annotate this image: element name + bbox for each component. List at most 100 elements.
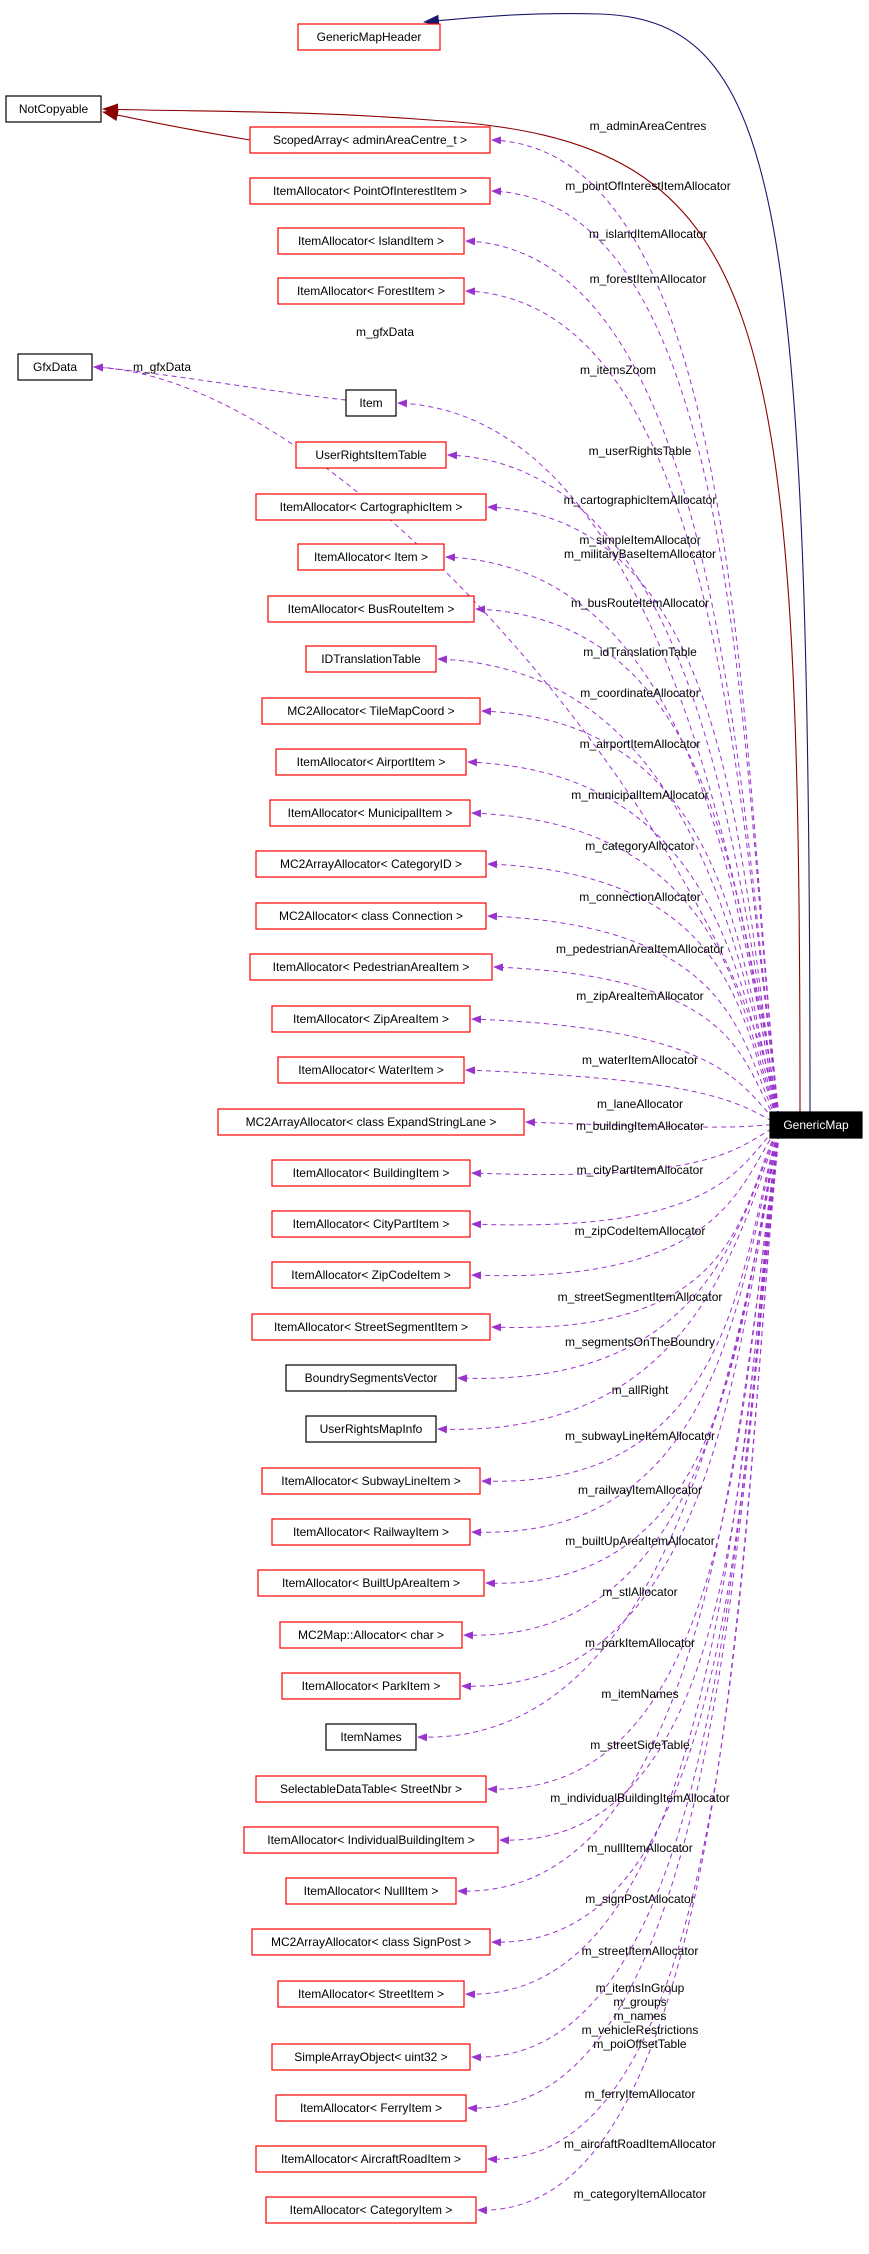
node-itemallocator-municipalitem[interactable]: ItemAllocator< MunicipalItem >: [269, 799, 471, 827]
node-mc2allocator-tilemapcoord[interactable]: MC2Allocator< TileMapCoord >: [261, 697, 481, 725]
edge-m-municipalitemallocator-14: [471, 809, 781, 1126]
node-itemallocator-pedestrianareaitem[interactable]: ItemAllocator< PedestrianAreaItem >: [249, 953, 493, 981]
edge-label-m-itemszoom-6: m_itemsZoom: [580, 363, 656, 377]
node-label: ItemAllocator< StreetItem >: [298, 1987, 444, 2001]
edge-m-zipcodeitemallocator-23: [471, 1124, 781, 1280]
node-userrightsitemtable[interactable]: UserRightsItemTable: [295, 441, 447, 469]
node-notcopyable[interactable]: NotCopyable: [5, 95, 102, 123]
edge-m-buildingitemallocator-21: [471, 1124, 781, 1178]
node-itemallocator-pointofinterestitem[interactable]: ItemAllocator< PointOfInterestItem >: [249, 177, 491, 205]
node-mc2arrayallocator-categoryid[interactable]: MC2ArrayAllocator< CategoryID >: [255, 850, 487, 878]
node-box: [285, 1364, 457, 1392]
node-idtranslationtable[interactable]: IDTranslationTable: [305, 645, 437, 673]
node-itemallocator-individualbuildingitem[interactable]: ItemAllocator< IndividualBuildingItem >: [243, 1826, 499, 1854]
node-genericmapheader[interactable]: GenericMapHeader: [297, 23, 441, 51]
node-box: [261, 697, 481, 725]
node-itemallocator-parkitem[interactable]: ItemAllocator< ParkItem >: [281, 1672, 461, 1700]
edge-m-nullitemallocator-35: [457, 1124, 781, 1896]
node-mc2arrayallocator-class-signpost[interactable]: MC2ArrayAllocator< class SignPost >: [251, 1928, 491, 1956]
edge-label-m-wateritemallocator-19: m_waterItemAllocator: [582, 1053, 698, 1067]
node-box: [271, 1518, 471, 1546]
node-selectabledatatable-streetnbr[interactable]: SelectableDataTable< StreetNbr >: [255, 1775, 487, 1803]
node-label: GenericMap: [783, 1118, 849, 1132]
inheritance-edge-notcopyable: [102, 103, 801, 1113]
edge-m-stlallocator-30: [463, 1124, 781, 1640]
node-itemallocator-categoryitem[interactable]: ItemAllocator< CategoryItem >: [265, 2196, 477, 2224]
node-scopedarray-adminareacentre-t[interactable]: ScopedArray< adminAreaCentre_t >: [249, 126, 491, 154]
node-userrightsmapinfo[interactable]: UserRightsMapInfo: [305, 1415, 437, 1443]
node-itemallocator-buildingitem[interactable]: ItemAllocator< BuildingItem >: [271, 1159, 471, 1187]
node-itemallocator-wateritem[interactable]: ItemAllocator< WaterItem >: [277, 1056, 465, 1084]
node-itemallocator-busrouteitem[interactable]: ItemAllocator< BusRouteItem >: [267, 595, 475, 623]
node-itemallocator-item[interactable]: ItemAllocator< Item >: [297, 543, 445, 571]
edge-label-m-cartographicitemallocator-8: m_cartographicItemAllocator: [564, 493, 717, 507]
node-box: [277, 227, 465, 255]
node-label: ItemAllocator< CategoryItem >: [290, 2203, 453, 2217]
node-label: UserRightsMapInfo: [320, 1422, 423, 1436]
node-box: [297, 23, 441, 51]
edge-m-zipareaitemallocator-18: [471, 1015, 781, 1126]
node-gfxdata[interactable]: GfxData: [17, 353, 93, 381]
edge-m-categoryallocator-15: [487, 860, 781, 1126]
node-box: [267, 595, 475, 623]
node-label: ItemAllocator< WaterItem >: [298, 1063, 444, 1077]
node-itemallocator-nullitem[interactable]: ItemAllocator< NullItem >: [285, 1877, 457, 1905]
node-box: [271, 1261, 471, 1289]
node-itemallocator-zipareaitem[interactable]: ItemAllocator< ZipAreaItem >: [271, 1005, 471, 1033]
node-itemallocator-cartographicitem[interactable]: ItemAllocator< CartographicItem >: [255, 493, 487, 521]
node-box: [285, 1877, 457, 1905]
edges-layer: [93, 13, 811, 2215]
node-simplearrayobject-uint32[interactable]: SimpleArrayObject< uint32 >: [271, 2043, 471, 2071]
edge-label-m-categoryitemallocator-41: m_categoryItemAllocator: [574, 2187, 707, 2201]
node-itemallocator-ferryitem[interactable]: ItemAllocator< FerryItem >: [275, 2094, 467, 2122]
node-itemallocator-islanditem[interactable]: ItemAllocator< IslandItem >: [277, 227, 465, 255]
inheritance-edge-genericmapheader: [423, 13, 811, 1113]
edge-m-individualbuildingitemallocator-34: [499, 1124, 781, 1845]
node-itemallocator-streetsegmentitem[interactable]: ItemAllocator< StreetSegmentItem >: [251, 1313, 491, 1341]
edge-label-m-pedestrianareaitemallocator-17: m_pedestrianAreaItemAllocator: [556, 942, 724, 956]
node-box: [249, 126, 491, 154]
edge-label-m-allright-26: m_allRight: [612, 1383, 669, 1397]
node-boundrysegmentsvector[interactable]: BoundrySegmentsVector: [285, 1364, 457, 1392]
node-label: ItemAllocator< AircraftRoadItem >: [281, 2152, 461, 2166]
node-label: ItemAllocator< StreetSegmentItem >: [274, 1320, 468, 1334]
node-label: ItemAllocator< ZipAreaItem >: [293, 1012, 449, 1026]
node-itemallocator-forestitem[interactable]: ItemAllocator< ForestItem >: [277, 277, 465, 305]
node-itemallocator-streetitem[interactable]: ItemAllocator< StreetItem >: [277, 1980, 465, 2008]
edge-label-m-builtupareaitemallocator-29: m_builtUpAreaItemAllocator: [565, 1534, 714, 1548]
node-box: [275, 748, 467, 776]
node-box: [305, 1415, 437, 1443]
edge-label-m-busrouteitemallocator-10: m_busRouteItemAllocator: [571, 596, 709, 610]
node-label: ItemAllocator< CityPartItem >: [293, 1217, 450, 1231]
node-itemnames[interactable]: ItemNames: [325, 1723, 417, 1751]
node-itemallocator-railwayitem[interactable]: ItemAllocator< RailwayItem >: [271, 1518, 471, 1546]
edge-label-m-coordinateallocator-12: m_coordinateAllocator: [580, 686, 699, 700]
node-label: ItemAllocator< ForestItem >: [297, 284, 445, 298]
node-itemallocator-builtupareaitem[interactable]: ItemAllocator< BuiltUpAreaItem >: [257, 1569, 485, 1597]
edge-label-m-signpostallocator-36: m_signPostAllocator: [585, 1892, 694, 1906]
node-label: Item: [359, 396, 382, 410]
edge-label-m-individualbuildingitemallocator-34: m_individualBuildingItemAllocator: [550, 1791, 729, 1805]
node-mc2map-allocator-char[interactable]: MC2Map::Allocator< char >: [279, 1621, 463, 1649]
node-itemallocator-aircraftroaditem[interactable]: ItemAllocator< AircraftRoadItem >: [255, 2145, 487, 2173]
node-mc2allocator-class-connection[interactable]: MC2Allocator< class Connection >: [255, 902, 487, 930]
node-item[interactable]: Item: [345, 389, 397, 417]
edge-label-m-laneallocator-20: m_laneAllocator: [597, 1097, 683, 1111]
edge-label-m-idtranslationtable-11: m_idTranslationTable: [583, 645, 697, 659]
edge-m-cartographicitemallocator-8: [487, 503, 781, 1126]
node-label: ItemAllocator< PedestrianAreaItem >: [273, 960, 470, 974]
edge-m-connectionallocator-16: [487, 912, 781, 1126]
node-genericmap[interactable]: GenericMap: [769, 1111, 863, 1139]
node-itemallocator-subwaylineitem[interactable]: ItemAllocator< SubwayLineItem >: [261, 1467, 481, 1495]
node-box: [217, 1108, 525, 1136]
edge-label-m-citypartitemallocator-22: m_cityPartItemAllocator: [577, 1163, 704, 1177]
node-itemallocator-zipcodeitem[interactable]: ItemAllocator< ZipCodeItem >: [271, 1261, 471, 1289]
node-itemallocator-airportitem[interactable]: ItemAllocator< AirportItem >: [275, 748, 467, 776]
node-mc2arrayallocator-class-expandstringlane[interactable]: MC2ArrayAllocator< class ExpandStringLan…: [217, 1108, 525, 1136]
node-itemallocator-citypartitem[interactable]: ItemAllocator< CityPartItem >: [271, 1210, 471, 1238]
edge-label-m-gfxdata-4: m_gfxData: [356, 325, 414, 339]
edge-m-categoryitemallocator-41: [477, 1124, 781, 2215]
node-box: [265, 2196, 477, 2224]
node-box: [251, 1313, 491, 1341]
node-box: [277, 1056, 465, 1084]
